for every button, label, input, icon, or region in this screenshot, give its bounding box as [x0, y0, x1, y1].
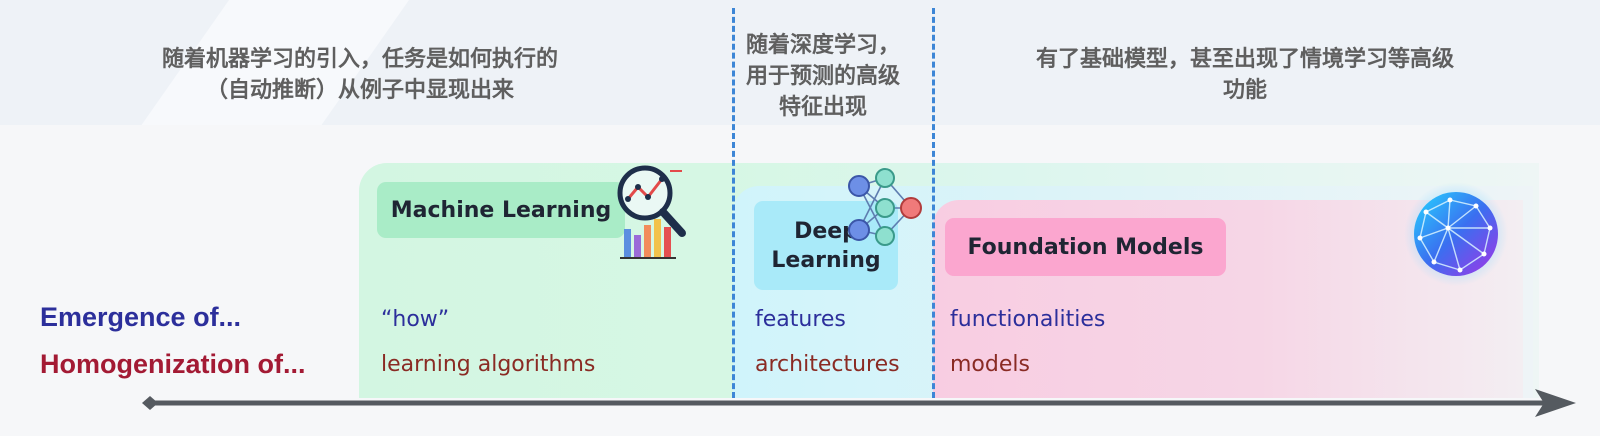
caption-ml-line2: （自动推断）从例子中显现出来	[205, 78, 514, 103]
divider-dl-fm	[932, 8, 935, 398]
emergence-ml: “how”	[381, 307, 450, 332]
chip-deep-learning: Deep Learning	[754, 201, 898, 290]
chip-foundation-models: Foundation Models	[945, 218, 1226, 276]
emergence-dl: features	[755, 307, 846, 332]
timeline-arrowhead	[1535, 389, 1576, 417]
caption-fm-line2: 功能	[1222, 78, 1267, 103]
caption-dl-line3: 特征出现	[778, 95, 867, 120]
row-label-homogenization: Homogenization of...	[40, 349, 306, 379]
homogenization-fm: models	[950, 352, 1030, 377]
caption-foundation-models: 有了基础模型，甚至出现了情境学习等高级 功能	[965, 44, 1525, 106]
chip-ml-title: Machine Learning	[390, 197, 612, 223]
caption-machine-learning: 随着机器学习的引入，任务是如何执行的 （自动推断）从例子中显现出来	[100, 44, 620, 106]
caption-deep-learning: 随着深度学习， 用于预测的高级 特征出现	[728, 30, 918, 123]
magnifier-chart-icon	[617, 165, 686, 259]
caption-fm-line1: 有了基础模型，甚至出现了情境学习等高级	[1035, 47, 1454, 72]
chip-dl-title-line1: Deep	[794, 218, 858, 244]
caption-dl-line1: 随着深度学习，	[745, 33, 900, 58]
caption-dl-line2: 用于预测的高级	[745, 64, 900, 89]
divider-ml-dl	[732, 8, 735, 398]
chip-machine-learning: Machine Learning	[377, 182, 625, 238]
emergence-fm: functionalities	[950, 307, 1106, 332]
caption-ml-line1: 随着机器学习的引入，任务是如何执行的	[161, 47, 558, 72]
timeline-arrow	[142, 389, 1576, 417]
chip-fm-title: Foundation Models	[967, 234, 1204, 260]
neural-network-icon	[848, 168, 922, 246]
homogenization-dl: architectures	[755, 352, 900, 377]
row-label-emergence: Emergence of...	[40, 302, 242, 332]
globe-network-icon	[1404, 182, 1508, 286]
chip-dl-title-line2: Learning	[771, 247, 881, 273]
homogenization-ml: learning algorithms	[381, 352, 596, 377]
